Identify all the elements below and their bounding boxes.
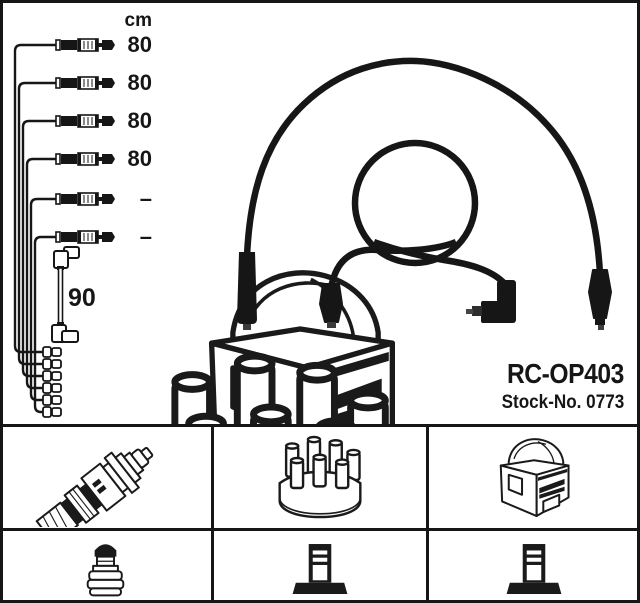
distributor-cap-icon xyxy=(270,433,370,522)
legend-cell-plug-terminal xyxy=(0,531,215,603)
length-column: cm 80 80 80 80 – – 90 xyxy=(68,10,152,312)
coil-tower-terminal-icon xyxy=(505,540,563,598)
component-legend-table xyxy=(0,424,640,603)
coil-tower-terminal-icon xyxy=(291,540,349,598)
unit-header: cm xyxy=(125,10,152,31)
cable-length-label: – xyxy=(140,186,152,211)
cable-row xyxy=(55,114,115,128)
cable-row xyxy=(55,76,115,90)
stock-number: Stock-No. 0773 xyxy=(501,392,624,413)
long-cable-drawing xyxy=(237,57,612,330)
legend-cell-coil-tower-terminal xyxy=(214,531,429,603)
part-number: RC-OP403 xyxy=(507,358,624,389)
legend-row-components xyxy=(0,427,640,531)
coiled-cable-drawing xyxy=(319,139,516,328)
cable-row xyxy=(55,230,115,244)
cable-length-label: – xyxy=(140,224,152,249)
ignition-cable-set-drawing: cm 80 80 80 80 – – 90 xyxy=(13,10,612,424)
cable-row xyxy=(55,38,115,52)
cable-length-label: 80 xyxy=(128,32,152,57)
ignition-coil-icon xyxy=(494,431,574,524)
cable-length-label: 80 xyxy=(128,146,152,171)
plug-terminal-nut-icon xyxy=(82,538,129,600)
cable-length-label: 80 xyxy=(128,108,152,133)
cable-connector-rows xyxy=(55,38,115,244)
legend-cell-ignition-coil xyxy=(428,427,640,528)
legend-cell-spark-plug xyxy=(0,427,215,528)
legend-cell-coil-tower-terminal xyxy=(428,531,640,603)
legend-row-terminals xyxy=(0,531,640,603)
cable-row xyxy=(55,152,115,166)
spark-plug-icon xyxy=(21,429,191,527)
cable-length-label: 80 xyxy=(128,70,152,95)
distributor-end-terminals xyxy=(42,346,62,418)
coil-lead-drawing xyxy=(51,246,80,343)
coil-cable-length-label: 90 xyxy=(68,284,96,312)
legend-cell-distributor-cap xyxy=(214,427,429,528)
cable-row xyxy=(55,192,115,206)
harness-wires xyxy=(13,43,57,414)
